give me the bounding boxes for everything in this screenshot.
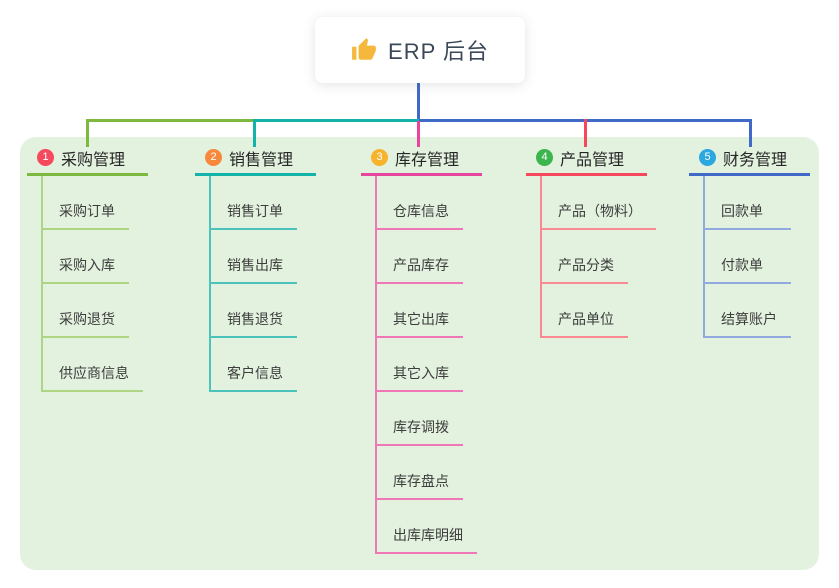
- branch-node-finance[interactable]: 5 财务管理: [689, 147, 810, 176]
- node-stock-check[interactable]: 库存盘点: [377, 446, 463, 500]
- connector-drop-inventory: [417, 121, 420, 147]
- node-outbound-detail[interactable]: 出库库明细: [377, 500, 477, 554]
- node-other-outbound[interactable]: 其它出库: [377, 284, 463, 338]
- branch-sales: 2 销售管理 销售订单 销售出库 销售退货 客户信息: [195, 147, 316, 392]
- node-sales-outbound[interactable]: 销售出库: [211, 230, 297, 284]
- branch-number-badge: 3: [371, 149, 388, 166]
- connector-drop-finance: [749, 119, 752, 147]
- node-stock-transfer[interactable]: 库存调拨: [377, 392, 463, 446]
- node-purchase-inbound[interactable]: 采购入库: [43, 230, 129, 284]
- node-supplier-info[interactable]: 供应商信息: [43, 338, 143, 392]
- node-purchase-return[interactable]: 采购退货: [43, 284, 129, 338]
- branch-children: 回款单 付款单 结算账户: [703, 176, 810, 338]
- connector-drop-product: [584, 119, 587, 147]
- node-sales-return[interactable]: 销售退货: [211, 284, 297, 338]
- node-customer-info[interactable]: 客户信息: [211, 338, 297, 392]
- branches-panel: [20, 137, 819, 570]
- connector-h-teal: [255, 119, 419, 122]
- node-product-stock[interactable]: 产品库存: [377, 230, 463, 284]
- branch-node-purchase[interactable]: 1 采购管理: [27, 147, 148, 176]
- thumbs-up-icon: [351, 37, 377, 63]
- branch-children: 产品（物料） 产品分类 产品单位: [540, 176, 656, 338]
- branch-children: 采购订单 采购入库 采购退货 供应商信息: [41, 176, 148, 392]
- node-product-unit[interactable]: 产品单位: [542, 284, 628, 338]
- branch-inventory: 3 库存管理 仓库信息 产品库存 其它出库 其它入库 库存调拨 库存盘点 出库库…: [361, 147, 482, 554]
- branch-node-inventory[interactable]: 3 库存管理: [361, 147, 482, 176]
- node-settlement-account[interactable]: 结算账户: [705, 284, 791, 338]
- node-product-category[interactable]: 产品分类: [542, 230, 628, 284]
- connector-h-green: [86, 119, 255, 122]
- node-product-material[interactable]: 产品（物料）: [542, 176, 656, 230]
- branch-product: 4 产品管理 产品（物料） 产品分类 产品单位: [526, 147, 656, 338]
- branch-label: 采购管理: [61, 151, 126, 169]
- branch-label: 库存管理: [395, 151, 460, 169]
- branch-children: 销售订单 销售出库 销售退货 客户信息: [209, 176, 316, 392]
- branch-node-product[interactable]: 4 产品管理: [526, 147, 647, 176]
- branch-children: 仓库信息 产品库存 其它出库 其它入库 库存调拨 库存盘点 出库库明细: [375, 176, 482, 554]
- branch-number-badge: 1: [37, 149, 54, 166]
- branch-label: 销售管理: [229, 151, 294, 169]
- node-payment-doc[interactable]: 付款单: [705, 230, 791, 284]
- node-sales-order[interactable]: 销售订单: [211, 176, 297, 230]
- branch-number-badge: 5: [699, 149, 716, 166]
- root-label: ERP 后台: [388, 39, 489, 64]
- branch-finance: 5 财务管理 回款单 付款单 结算账户: [689, 147, 810, 338]
- branch-purchase: 1 采购管理 采购订单 采购入库 采购退货 供应商信息: [27, 147, 148, 392]
- node-other-inbound[interactable]: 其它入库: [377, 338, 463, 392]
- branch-number-badge: 2: [205, 149, 222, 166]
- branch-label: 产品管理: [560, 151, 625, 169]
- node-purchase-order[interactable]: 采购订单: [43, 176, 129, 230]
- connector-drop-purchase: [86, 119, 89, 147]
- branch-node-sales[interactable]: 2 销售管理: [195, 147, 316, 176]
- branch-number-badge: 4: [536, 149, 553, 166]
- connector-root-stem: [417, 83, 420, 121]
- branch-label: 财务管理: [723, 151, 788, 169]
- node-warehouse-info[interactable]: 仓库信息: [377, 176, 463, 230]
- root-node[interactable]: ERP 后台: [315, 17, 525, 83]
- connector-drop-sales: [253, 119, 256, 147]
- node-receipt-doc[interactable]: 回款单: [705, 176, 791, 230]
